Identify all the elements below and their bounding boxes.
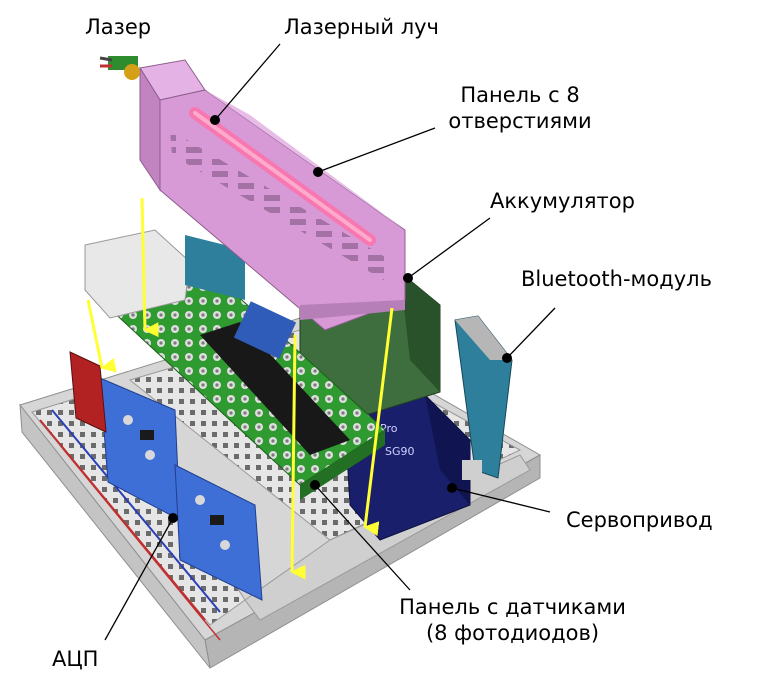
label-adc: АЦП xyxy=(52,647,99,671)
laser-assembly xyxy=(99,56,406,331)
laser-connector xyxy=(99,56,140,80)
bluetooth-module xyxy=(454,315,513,480)
label-sensor-panel-line1: Панель с датчиками xyxy=(399,595,626,619)
label-sensor-panel: Панель с датчиками (8 фотодиодов) xyxy=(380,594,645,646)
leader-lines xyxy=(104,43,556,641)
label-panel-8-holes-line1: Панель с 8 xyxy=(460,83,580,107)
leader-dots xyxy=(168,115,512,523)
label-panel-8-holes: Панель с 8 отверстиями xyxy=(445,82,595,134)
label-sensor-panel-line2: (8 фотодиодов) xyxy=(425,621,600,645)
laser-beam xyxy=(189,107,376,246)
sensor-panel-pcb xyxy=(84,229,386,500)
label-panel-8-holes-line2: отверстиями xyxy=(448,109,592,133)
label-servo: Сервопривод xyxy=(566,508,713,532)
label-laser: Лазер xyxy=(85,15,152,39)
assembly-arrows xyxy=(86,197,394,580)
label-bluetooth: Bluetooth-модуль xyxy=(521,267,712,291)
label-laser-beam: Лазерный луч xyxy=(284,15,439,39)
label-battery: Аккумулятор xyxy=(490,189,635,213)
adc-modules xyxy=(69,351,263,601)
servo-label-2: SG90 xyxy=(385,445,415,458)
